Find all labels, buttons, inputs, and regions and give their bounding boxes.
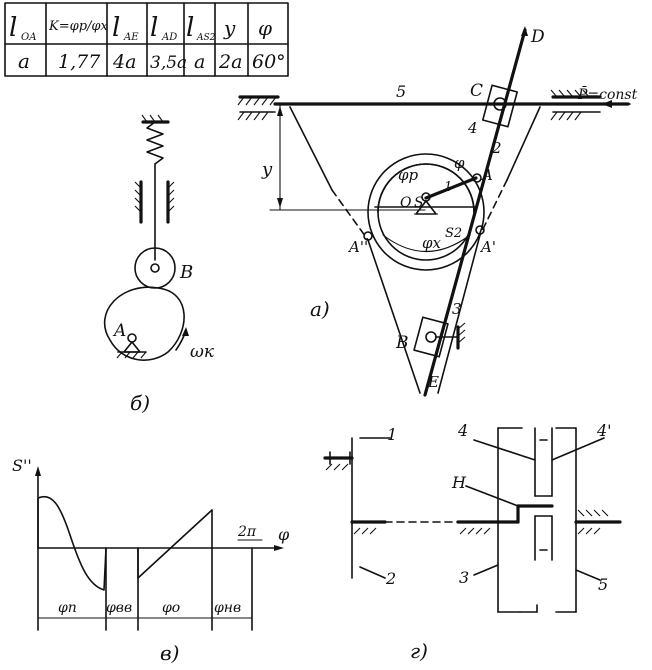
point-a-dd xyxy=(363,231,373,241)
caption-a: а) xyxy=(310,297,330,321)
header-phi: φ xyxy=(258,16,272,40)
value-y: 2a xyxy=(218,51,242,73)
point-o-label: O xyxy=(400,195,412,211)
roller-b-label: B xyxy=(179,262,193,283)
force-label: P̄=const xyxy=(577,85,638,103)
mechanism-a: P̄=const 5 y D C 4 2 xyxy=(237,26,638,397)
gear-2-label: 2 xyxy=(385,569,396,588)
phi-label: φ xyxy=(454,154,465,172)
gear-3-label: 3 xyxy=(459,568,469,587)
point-a-label: A xyxy=(480,166,493,184)
value-l-ae: 4a xyxy=(112,51,136,73)
link-2 xyxy=(423,28,527,397)
header-l-oa: l xyxy=(9,13,17,43)
parameter-table: l OA K=φp/φx l AE l AD l AS2 y φ a 1,77 … xyxy=(4,2,289,77)
dim-y-label: y xyxy=(261,159,273,180)
mechanism-b: B A ωк б) xyxy=(103,114,215,415)
phi-p-range: φп xyxy=(58,600,77,616)
gear-5-label: 5 xyxy=(598,575,608,594)
caption-b: б) xyxy=(130,391,150,415)
header-l-ad-sub: AD xyxy=(161,32,177,43)
phi-vv-range: φвв xyxy=(106,600,132,616)
phi-o-range: φо xyxy=(162,600,180,616)
gear-1-label: 1 xyxy=(387,425,397,444)
omega-label: ωк xyxy=(190,342,215,362)
curve-return xyxy=(137,509,213,579)
value-l-as2: a xyxy=(194,51,205,73)
caption-g: г) xyxy=(410,639,428,663)
header-y: y xyxy=(223,16,236,40)
header-l-ae: l xyxy=(112,13,120,43)
header-l-ae-sub: AE xyxy=(123,32,139,43)
joint-a xyxy=(472,173,482,183)
gear-4d-label: 4' xyxy=(596,421,612,440)
curve-rise xyxy=(37,495,107,591)
spring xyxy=(146,121,164,165)
s-axis-label: S'' xyxy=(12,456,32,475)
header-l-as2-sub: AS2 xyxy=(196,33,216,43)
cam-profile xyxy=(103,286,185,361)
slider-b xyxy=(413,316,449,358)
link-4-label: 4 xyxy=(467,119,478,137)
phi-x-label: φx xyxy=(422,234,442,252)
crank-circle xyxy=(367,153,485,271)
point-a-dd-label: A'' xyxy=(347,238,368,256)
point-s-label: S xyxy=(414,195,424,211)
slider-c xyxy=(481,84,519,128)
value-l-oa: a xyxy=(18,49,30,73)
graph-v: S'' 2π φ φп φвв φо φнв в) xyxy=(12,456,290,665)
point-c-label: C xyxy=(470,81,483,101)
point-a-d xyxy=(475,225,485,235)
point-b-label: B xyxy=(395,333,409,353)
header-l-as2: l xyxy=(186,13,194,43)
link-3-label: 3 xyxy=(452,300,462,318)
point-a-d-label: A' xyxy=(479,238,496,256)
cam-a-label: A xyxy=(112,321,126,341)
link-5-label: 5 xyxy=(396,82,406,101)
value-k: 1,77 xyxy=(58,51,101,73)
header-k: K=φp/φx xyxy=(48,19,109,34)
point-d-label: D xyxy=(530,27,545,47)
header-l-oa-sub: OA xyxy=(21,32,36,43)
carrier-h-label: H xyxy=(451,473,467,492)
point-e-label: E xyxy=(427,373,439,391)
gear-train-g: 1 2 4 4' xyxy=(323,421,622,663)
crank-oa xyxy=(424,176,478,200)
caption-v: в) xyxy=(160,641,179,665)
link-2-label: 2 xyxy=(491,139,502,157)
crank-1-label: 1 xyxy=(444,180,452,195)
phi-nv-range: φнв xyxy=(214,600,241,616)
value-phi: 60° xyxy=(252,51,286,73)
phi-p-label: φр xyxy=(398,166,419,184)
two-pi-label: 2π xyxy=(237,524,257,540)
s2-label: S2 xyxy=(445,226,462,241)
value-l-ad: 3,5a xyxy=(150,53,187,73)
gear-4-label: 4 xyxy=(457,421,468,440)
phi-axis-label: φ xyxy=(278,525,290,544)
header-l-ad: l xyxy=(150,13,158,43)
